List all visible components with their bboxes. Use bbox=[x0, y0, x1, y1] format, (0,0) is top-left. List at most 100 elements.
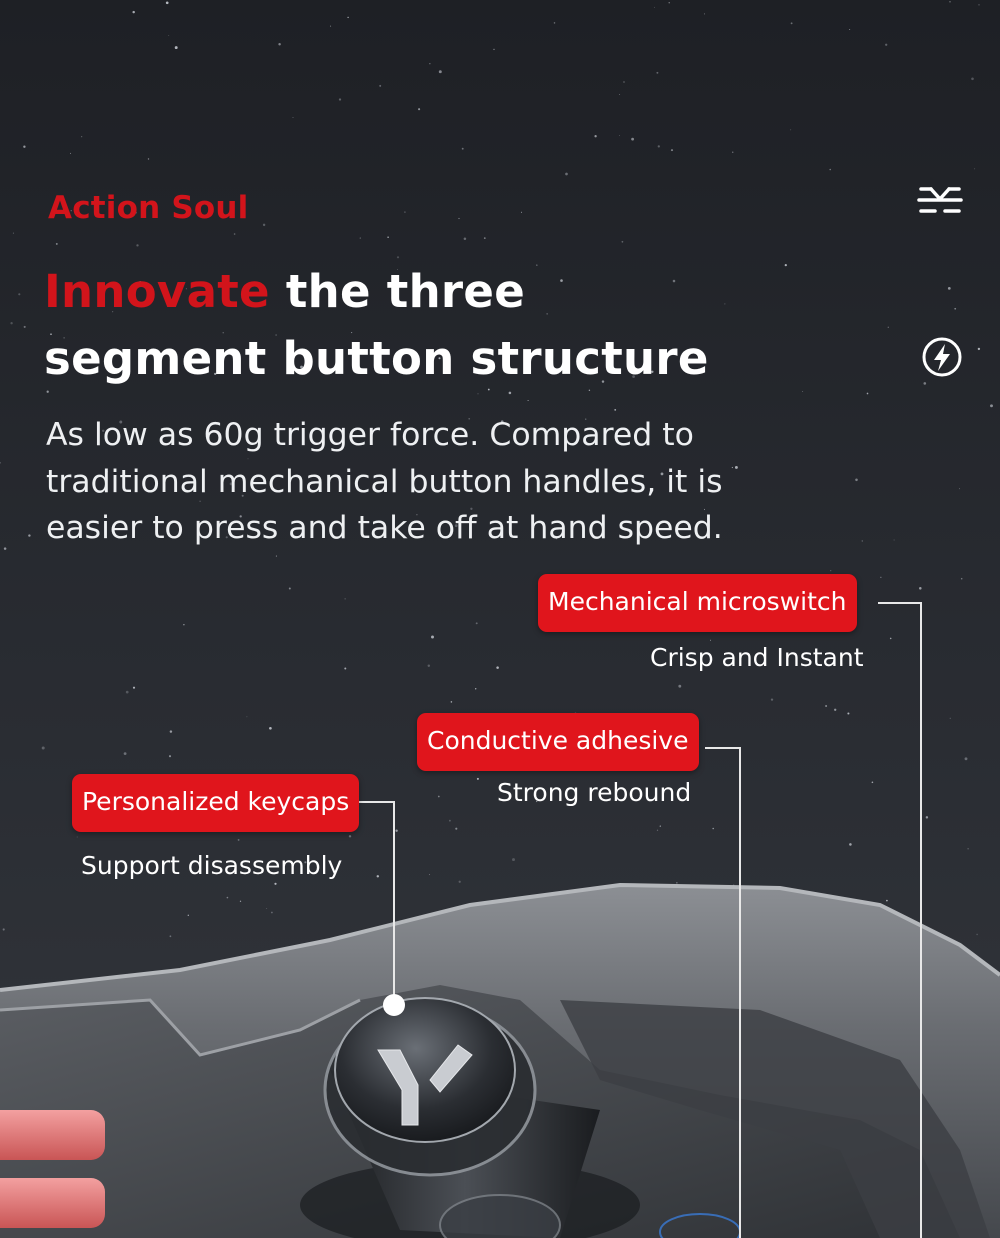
star bbox=[925, 816, 929, 819]
star bbox=[46, 390, 49, 393]
star bbox=[199, 500, 201, 503]
star bbox=[508, 391, 512, 395]
star bbox=[779, 657, 781, 660]
star bbox=[348, 835, 352, 838]
star bbox=[960, 577, 963, 580]
star bbox=[978, 4, 980, 6]
brand-title: Action Soul bbox=[48, 190, 249, 226]
keycap-pointer-dot bbox=[383, 994, 405, 1016]
star bbox=[977, 347, 981, 351]
star bbox=[849, 29, 851, 31]
star bbox=[795, 657, 797, 659]
star bbox=[275, 334, 277, 336]
star bbox=[123, 752, 127, 755]
star bbox=[450, 701, 453, 703]
star bbox=[449, 819, 451, 822]
star bbox=[703, 508, 706, 510]
feature-tag-adhesive: Conductive adhesive bbox=[417, 713, 699, 771]
star bbox=[139, 281, 142, 284]
star bbox=[278, 42, 281, 46]
star bbox=[594, 135, 597, 138]
star bbox=[489, 532, 491, 534]
star bbox=[132, 686, 136, 689]
star bbox=[119, 420, 123, 424]
star bbox=[458, 217, 460, 220]
controller-rim-highlight bbox=[0, 882, 1000, 992]
star bbox=[288, 587, 291, 590]
star bbox=[330, 25, 332, 27]
star bbox=[187, 914, 189, 916]
star bbox=[429, 63, 431, 65]
star bbox=[710, 639, 711, 641]
star bbox=[889, 637, 892, 640]
star bbox=[470, 507, 473, 510]
star bbox=[50, 349, 53, 352]
star bbox=[418, 521, 421, 524]
star bbox=[790, 129, 792, 131]
star bbox=[239, 515, 242, 518]
star bbox=[536, 800, 538, 803]
star bbox=[23, 145, 26, 148]
star bbox=[954, 307, 957, 310]
star bbox=[871, 781, 874, 784]
star bbox=[790, 22, 793, 25]
star bbox=[344, 598, 346, 600]
star bbox=[802, 391, 804, 392]
star bbox=[95, 200, 98, 203]
star bbox=[112, 311, 114, 313]
star bbox=[225, 536, 228, 539]
star bbox=[185, 288, 187, 290]
star bbox=[947, 287, 951, 290]
star bbox=[830, 570, 832, 572]
star bbox=[338, 98, 342, 101]
star bbox=[734, 465, 738, 469]
y-logo-icon bbox=[377, 1044, 473, 1126]
star bbox=[770, 698, 774, 701]
star bbox=[174, 46, 178, 50]
star bbox=[327, 484, 329, 486]
star bbox=[247, 458, 249, 460]
star bbox=[229, 482, 233, 486]
star bbox=[239, 900, 242, 902]
star bbox=[632, 375, 635, 378]
star bbox=[678, 684, 682, 688]
feature-tag-keycaps: Personalized keycaps bbox=[72, 774, 360, 832]
star bbox=[601, 380, 605, 383]
red-button-upper bbox=[0, 1110, 105, 1160]
star bbox=[553, 22, 556, 24]
star bbox=[292, 116, 294, 119]
star bbox=[609, 364, 611, 366]
headline-line2: segment button structure bbox=[44, 332, 709, 385]
star bbox=[629, 351, 632, 353]
star bbox=[653, 6, 655, 8]
star bbox=[463, 237, 467, 241]
star bbox=[712, 827, 714, 830]
star bbox=[135, 211, 137, 214]
star bbox=[974, 168, 976, 170]
star bbox=[923, 382, 927, 385]
star bbox=[12, 232, 14, 234]
star bbox=[106, 470, 108, 473]
star bbox=[520, 211, 523, 213]
star bbox=[496, 666, 499, 669]
star bbox=[724, 303, 726, 305]
description: As low as 60g trigger force. Compared to… bbox=[46, 417, 723, 546]
feature-sub-keycaps: Support disassembly bbox=[81, 851, 343, 880]
star bbox=[866, 392, 869, 395]
star bbox=[458, 880, 461, 883]
star bbox=[395, 829, 398, 832]
star bbox=[527, 399, 529, 402]
star bbox=[829, 168, 831, 171]
star bbox=[949, 0, 951, 3]
star bbox=[676, 882, 678, 884]
star bbox=[119, 294, 121, 296]
star bbox=[428, 874, 431, 876]
star bbox=[396, 256, 400, 259]
star bbox=[246, 716, 248, 718]
star bbox=[656, 829, 659, 831]
star bbox=[168, 35, 170, 36]
feature-sub-adhesive: Strong rebound bbox=[497, 778, 692, 807]
star bbox=[344, 667, 347, 670]
star bbox=[70, 210, 72, 212]
controller-panel-edge bbox=[0, 998, 361, 1057]
